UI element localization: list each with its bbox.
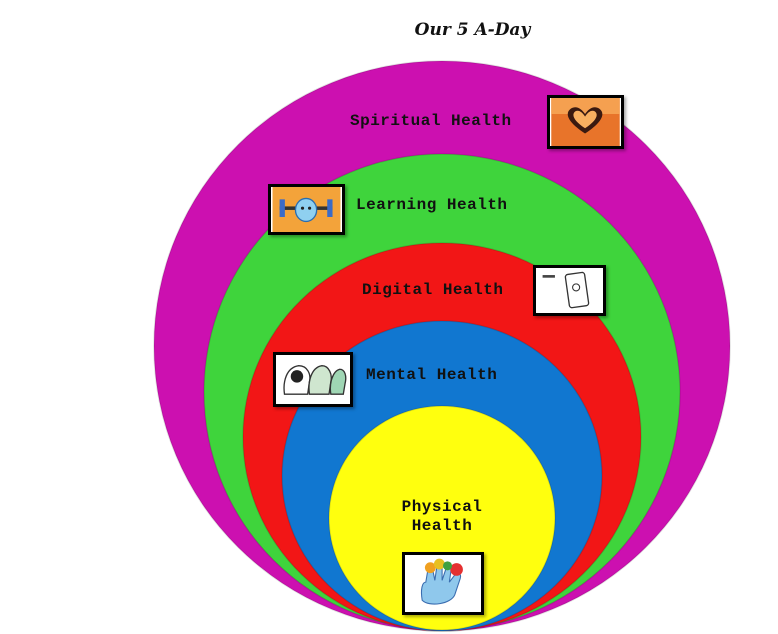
fruit-hand-icon [402,552,484,615]
diagram-title: Our 5 A-Day [414,20,531,40]
label-mental-health: Mental Health [366,366,498,384]
brain-workout-icon [268,184,345,235]
label-digital-health: Digital Health [362,281,504,299]
label-learning-health: Learning Health [356,196,508,214]
circle-physical [328,405,556,631]
label-physical-health: Physical Health [401,498,483,535]
phone-icon [533,265,606,316]
heads-icon [273,352,353,407]
label-spiritual-health: Spiritual Health [350,112,512,130]
heart-hands-icon [547,95,624,149]
